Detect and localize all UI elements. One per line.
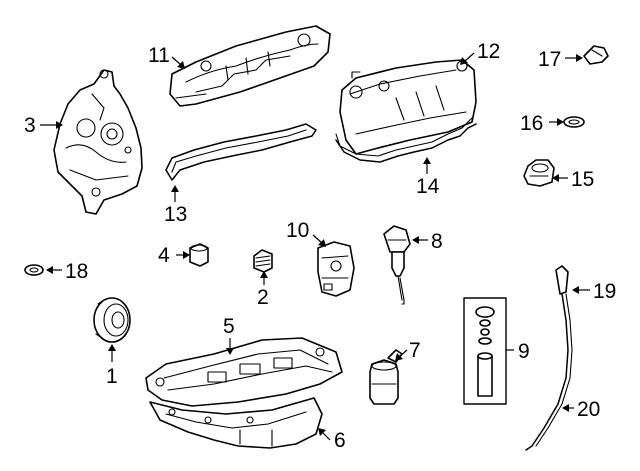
oil-level-sensor-part[interactable] [383, 225, 411, 305]
lower-oil-pan-part[interactable] [149, 397, 323, 449]
upper-oil-pan-part[interactable] [145, 337, 343, 407]
callout-12: 12 [477, 40, 500, 63]
callout-3: 3 [24, 114, 36, 137]
dipstick-part[interactable] [525, 265, 573, 451]
callout-11: 11 [148, 44, 170, 67]
callout-1: 1 [106, 365, 118, 388]
callout-19: 19 [593, 280, 616, 303]
callout-20: 20 [577, 398, 600, 421]
sensor-housing-part[interactable] [523, 159, 555, 187]
callout-9: 9 [518, 340, 530, 363]
callout-2: 2 [257, 286, 269, 309]
crankshaft-pulley-part[interactable] [93, 297, 131, 343]
threaded-insert-part[interactable] [253, 249, 273, 273]
oil-filler-cap-part[interactable] [583, 45, 609, 65]
callout-5: 5 [223, 315, 235, 338]
callout-8: 8 [431, 230, 443, 253]
callout-4: 4 [158, 244, 170, 267]
callout-7: 7 [409, 339, 421, 362]
o-ring-part[interactable] [24, 264, 44, 276]
callout-16: 16 [520, 112, 543, 135]
callout-10: 10 [286, 219, 309, 242]
callout-14: 14 [416, 175, 440, 198]
sensor-module-part[interactable] [317, 241, 355, 297]
callout-18: 18 [65, 260, 88, 283]
valve-cover-gasket-right-part[interactable] [335, 117, 477, 163]
callout-15: 15 [571, 168, 594, 191]
filter-kit-box[interactable] [463, 297, 507, 405]
timing-cover-part[interactable] [53, 69, 143, 215]
valve-cover-left-part[interactable] [169, 25, 331, 107]
seal-ring-part[interactable] [563, 116, 585, 128]
valve-cover-gasket-left-part[interactable] [165, 123, 317, 181]
callout-6: 6 [334, 429, 346, 452]
callout-13: 13 [164, 203, 187, 226]
callout-17: 17 [538, 48, 561, 71]
valve-cover-right-part[interactable] [339, 59, 477, 155]
plug-part[interactable] [189, 243, 209, 267]
